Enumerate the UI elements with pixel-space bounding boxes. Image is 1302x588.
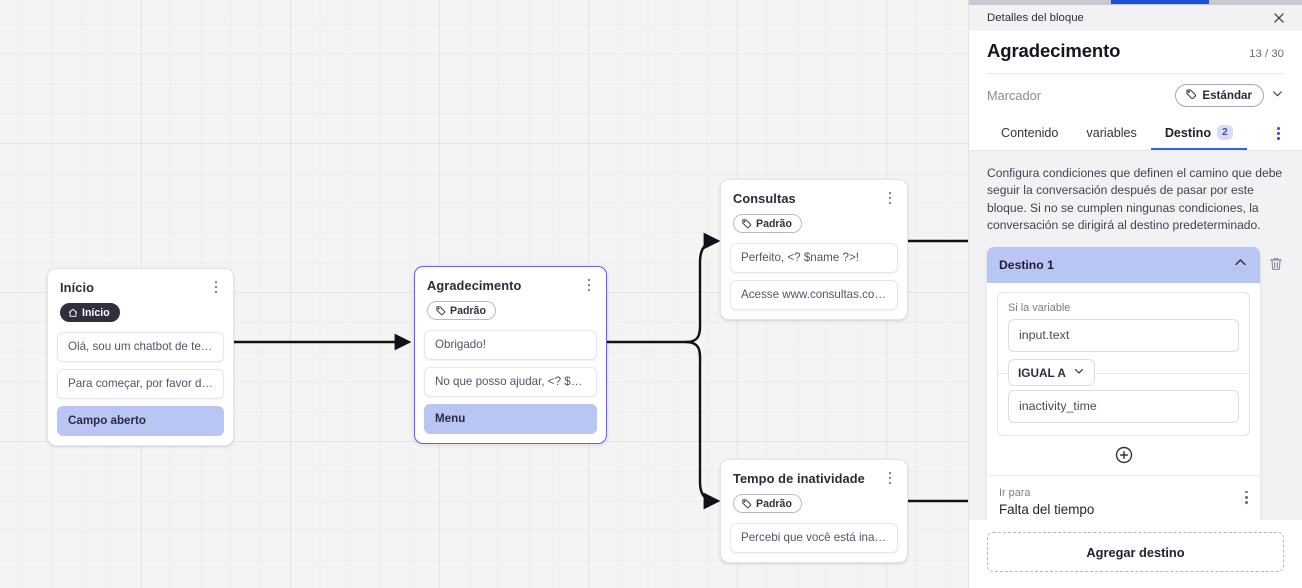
node-badge[interactable]: Padrão [733,494,802,513]
flow-canvas[interactable]: Início Início Olá, sou um chatbot de tes… [0,0,970,588]
tab-count-badge: 2 [1217,125,1233,140]
marker-label: Marcador [987,88,1042,103]
marker-control[interactable]: Estándar [1175,84,1284,107]
home-icon [68,308,78,318]
node-badge-label: Início [82,306,110,319]
kebab-menu-icon[interactable] [1273,120,1284,150]
goto-section[interactable]: Ir para Falta del tiempo [987,474,1260,520]
node-menu-button[interactable] [208,279,224,295]
condition-label: Si la variable [1008,301,1071,314]
node-message[interactable]: Olá, sou um chatbot de teste! [57,331,224,362]
tag-icon [1185,88,1197,103]
node-header: Início Início [48,269,233,323]
condition-group: Si la variable input.text IGUAL A inacti… [997,291,1250,436]
node-badge-label: Padrão [756,497,792,510]
node-title: Agradecimento [427,278,522,293]
node-menu-button[interactable] [581,277,597,293]
tab-contenido[interactable]: Contenido [987,119,1072,150]
node-messages: Obrigado! No que posso ajudar, <? $name … [415,321,606,443]
destination-description: Configura condiciones que definen el cam… [987,166,1283,233]
node-messages: Perfeito, <? $name ?>! Acesse www.consul… [721,234,907,319]
marker-value: Estándar [1202,89,1252,102]
operator-select[interactable]: IGUAL A [1008,359,1095,387]
tabs-divider [969,150,1302,151]
marker-row: Marcador Estándar [987,74,1284,118]
title-row: Agradecimento 13 / 30 [987,31,1284,73]
node-header: Agradecimento Padrão [415,267,606,321]
page-title: Agradecimento [987,40,1121,61]
operator-divider [998,372,1249,374]
compare-value-field[interactable]: inactivity_time [1008,389,1239,423]
chevron-up-icon[interactable] [1233,255,1248,275]
edge-agradecimento-inatividade [685,340,721,510]
node-message[interactable]: No que posso ajudar, <? $name ... [424,367,597,397]
add-destination-button[interactable]: Agregar destino [987,532,1284,572]
node-badge-label: Padrão [450,304,486,317]
flow-node-inatividade[interactable]: Tempo de inatividade Padrão Percebi que … [720,459,908,563]
node-badge[interactable]: Início [60,303,120,322]
node-message[interactable]: Menu [424,404,597,434]
node-message[interactable]: Perfeito, <? $name ?>! [730,243,898,273]
panel-footer: Agregar destino [969,520,1302,588]
destination-header[interactable]: Destino 1 [987,246,1260,283]
variable-field[interactable]: input.text [1008,318,1239,352]
marker-pill[interactable]: Estándar [1175,84,1264,107]
tab-destino[interactable]: Destino 2 [1150,118,1247,150]
flow-node-agradecimento[interactable]: Agradecimento Padrão Obrigado! No que po… [414,266,607,444]
goto-text: Ir para Falta del tiempo [999,486,1094,517]
divider [987,73,1284,74]
tab-bar: Contenido variables Destino 2 [987,118,1284,150]
tab-label: variables [1086,126,1137,140]
trash-icon[interactable] [1268,247,1284,277]
tag-icon [741,218,752,229]
tag-icon [435,305,446,316]
node-message[interactable]: Campo aberto [57,405,224,436]
node-menu-button[interactable] [882,190,898,206]
goto-label: Ir para [999,486,1031,499]
node-title: Início [60,280,95,295]
node-message[interactable]: Obrigado! [424,330,597,360]
node-message[interactable]: Percebi que você está inativo. C... [730,523,898,553]
tab-label: Contenido [1001,126,1059,140]
operator-row: IGUAL A [998,358,1249,388]
top-progress-bar [969,0,1302,5]
node-message[interactable]: Acesse www.consultas.com par... [730,280,898,310]
panel-header: Detalles del bloque [969,5,1302,31]
top-progress-segment [1111,0,1209,4]
tab-label: Destino [1164,125,1212,140]
close-icon[interactable] [1270,9,1288,27]
destination-card: Destino 1 Si la variable input.text IGUA… [987,246,1260,520]
node-title: Consultas [733,191,796,206]
panel-header-label: Detalles del bloque [987,12,1084,24]
node-menu-button[interactable] [882,470,898,486]
char-counter: 13 / 30 [1249,48,1284,60]
kebab-menu-icon[interactable] [1245,486,1248,505]
node-header: Tempo de inatividade Padrão [721,460,907,514]
node-badge[interactable]: Padrão [427,301,496,320]
node-messages: Percebi que você está inativo. C... [721,514,907,562]
node-badge[interactable]: Padrão [733,214,802,233]
chevron-down-icon[interactable] [1271,87,1284,105]
node-messages: Olá, sou um chatbot de teste! Para começ… [48,323,233,445]
block-details-panel: Detalles del bloque Agradecimento 13 / 3… [968,0,1302,588]
node-badge-label: Padrão [756,217,792,230]
goto-value: Falta del tiempo [999,501,1095,517]
tag-icon [741,498,752,509]
destination-title: Destino 1 [999,257,1054,272]
plus-circle-icon[interactable] [1114,445,1134,465]
flow-node-inicio[interactable]: Início Início Olá, sou um chatbot de tes… [47,268,234,446]
flow-node-consultas[interactable]: Consultas Padrão Perfeito, <? $name ?>! … [720,179,908,320]
add-condition-row [987,436,1260,475]
chevron-down-icon [1073,365,1085,380]
tab-variables[interactable]: variables [1072,119,1150,150]
panel-title-section: Agradecimento 13 / 30 Marcador Estándar … [969,31,1302,151]
operator-label: IGUAL A [1018,365,1066,380]
destination-wrapper: Destino 1 Si la variable input.text IGUA… [987,246,1284,520]
panel-body: Configura condiciones que definen el cam… [969,151,1302,520]
edge-agradecimento-consultas [685,232,721,344]
node-message[interactable]: Para começar, por favor digite o ... [57,368,224,399]
node-header: Consultas Padrão [721,180,907,234]
node-title: Tempo de inatividade [733,471,865,486]
